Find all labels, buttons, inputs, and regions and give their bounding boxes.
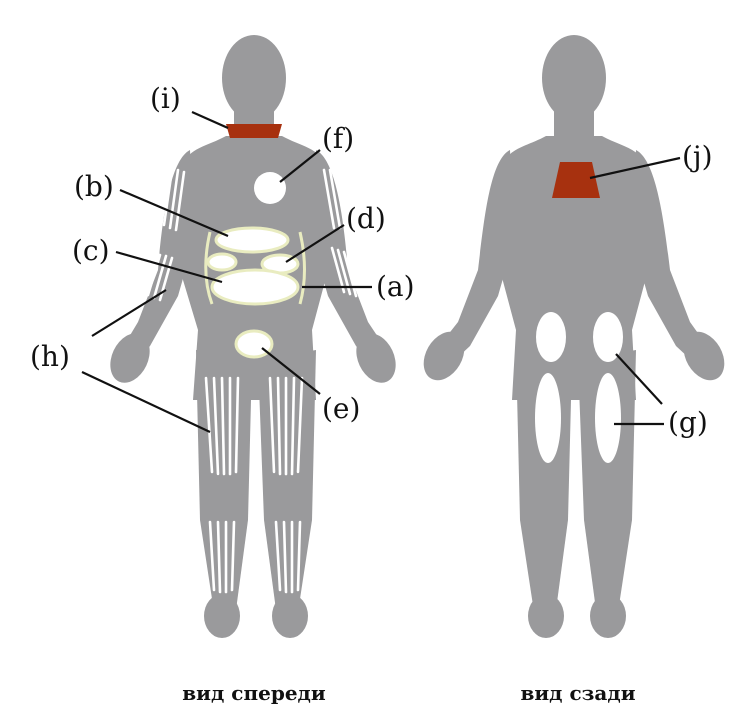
label-c: (c) <box>72 234 110 267</box>
pelvic-area <box>236 331 272 357</box>
upper-abdomen-area <box>216 228 288 252</box>
caption-front-view: вид спереди <box>182 681 326 705</box>
leader-i <box>192 112 228 128</box>
label-h: (h) <box>30 340 70 373</box>
label-g: (g) <box>668 406 708 439</box>
front-left-foot <box>204 594 240 638</box>
back-left-foot <box>528 594 564 638</box>
right-buttock-area <box>593 312 623 362</box>
label-f: (f) <box>322 122 354 155</box>
back-neck <box>554 108 594 140</box>
back-figure <box>415 35 732 638</box>
caption-back-view: вид сзади <box>520 681 635 705</box>
label-i: (i) <box>150 82 181 115</box>
left-small-area <box>208 254 236 270</box>
front-figure <box>103 35 404 638</box>
label-j: (j) <box>682 140 713 173</box>
label-b: (b) <box>74 170 114 203</box>
leader-h-lower <box>82 372 210 432</box>
left-thigh-area <box>535 373 561 463</box>
front-left-leg <box>196 350 252 612</box>
front-right-foot <box>272 594 308 638</box>
right-thigh-area <box>595 373 621 463</box>
label-a: (a) <box>376 270 415 303</box>
label-e: (e) <box>322 392 360 425</box>
upper-back-area <box>552 162 600 198</box>
neck-band-area <box>226 124 282 138</box>
chest-circle-area <box>254 172 286 204</box>
lower-abdomen-area <box>212 270 298 304</box>
label-d: (d) <box>346 202 386 235</box>
left-buttock-area <box>536 312 566 362</box>
back-right-foot <box>590 594 626 638</box>
